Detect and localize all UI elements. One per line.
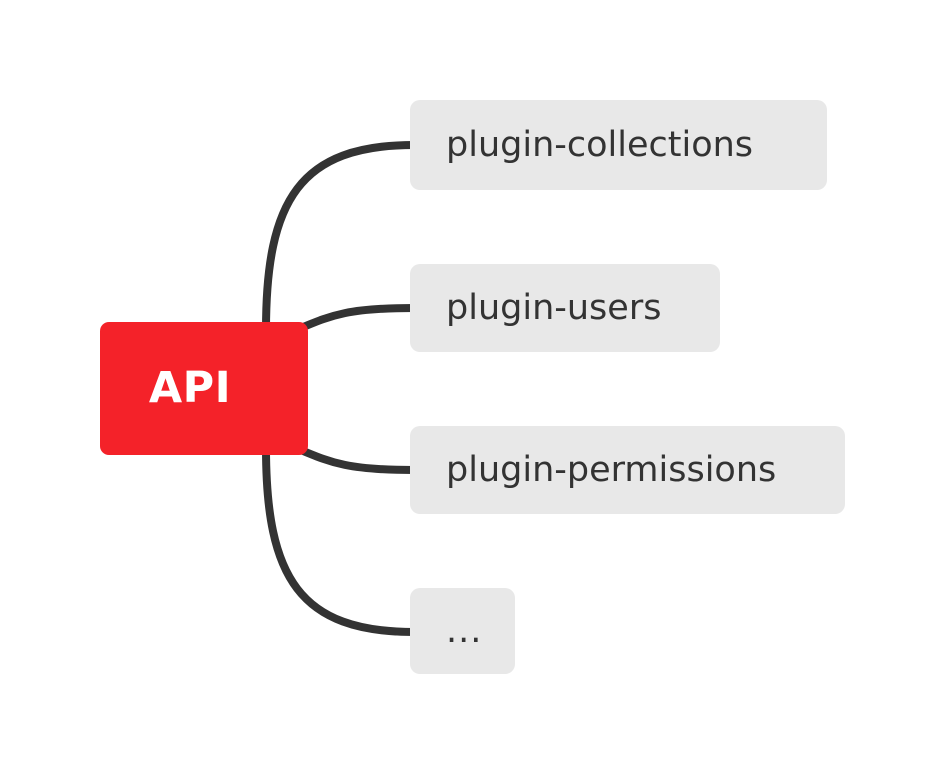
node-plugin-collections-label: plugin-collections <box>446 124 754 165</box>
node-ellipsis[interactable]: ... <box>410 588 515 674</box>
node-plugin-users-label: plugin-users <box>446 287 662 328</box>
edge-to-ellipsis <box>262 447 415 636</box>
edge-to-plugin-users <box>294 304 415 334</box>
edge-to-plugin-permissions <box>294 444 415 474</box>
node-api-label: API <box>148 363 232 413</box>
node-ellipsis-label: ... <box>446 610 483 651</box>
node-plugin-users[interactable]: plugin-users <box>410 264 720 352</box>
edge-to-plugin-collections <box>262 141 415 331</box>
node-plugin-permissions-label: plugin-permissions <box>446 449 777 490</box>
node-plugin-collections[interactable]: plugin-collections <box>410 100 827 190</box>
node-api[interactable]: API <box>100 322 308 455</box>
node-plugin-permissions[interactable]: plugin-permissions <box>410 426 845 514</box>
